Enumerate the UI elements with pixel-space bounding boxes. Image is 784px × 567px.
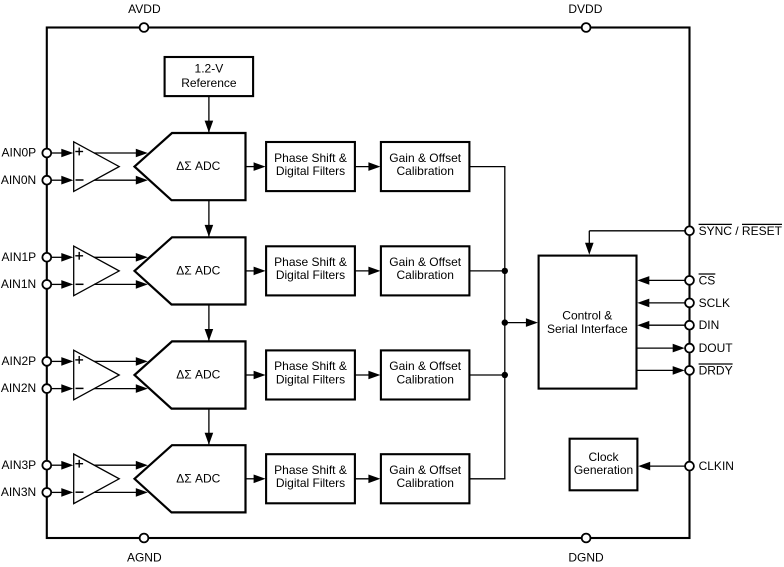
svg-text:AIN2P: AIN2P — [2, 354, 37, 368]
svg-text:Digital Filters: Digital Filters — [276, 164, 345, 178]
svg-text:ΔΣ ADC: ΔΣ ADC — [176, 263, 220, 277]
svg-text:AIN1P: AIN1P — [2, 250, 37, 264]
svg-text:ΔΣ ADC: ΔΣ ADC — [176, 471, 220, 485]
svg-text:DOUT: DOUT — [699, 341, 734, 355]
svg-text:1.2-V: 1.2-V — [195, 61, 224, 75]
svg-text:DGND: DGND — [568, 551, 604, 565]
svg-text:SYNC / RESET: SYNC / RESET — [699, 224, 783, 238]
svg-text:Serial Interface: Serial Interface — [547, 322, 628, 336]
svg-text:DVDD: DVDD — [568, 2, 602, 16]
svg-text:AIN2N: AIN2N — [1, 381, 36, 395]
svg-text:AIN3P: AIN3P — [2, 458, 37, 472]
svg-text:Reference: Reference — [181, 76, 237, 90]
svg-text:Digital Filters: Digital Filters — [276, 372, 345, 386]
svg-text:Calibration: Calibration — [397, 372, 454, 386]
svg-text:Phase Shift &: Phase Shift & — [274, 255, 347, 269]
svg-text:AGND: AGND — [127, 551, 162, 565]
svg-text:Gain & Offset: Gain & Offset — [389, 359, 461, 373]
svg-text:ΔΣ ADC: ΔΣ ADC — [176, 159, 220, 173]
svg-text:Clock: Clock — [588, 450, 619, 464]
svg-text:AIN3N: AIN3N — [1, 485, 36, 499]
svg-text:Phase Shift &: Phase Shift & — [274, 151, 347, 165]
svg-text:Digital Filters: Digital Filters — [276, 476, 345, 490]
svg-text:CS: CS — [699, 273, 716, 287]
svg-text:ΔΣ ADC: ΔΣ ADC — [176, 368, 220, 382]
svg-text:DRDY: DRDY — [699, 363, 733, 377]
svg-text:AIN1N: AIN1N — [1, 277, 36, 291]
svg-text:Control &: Control & — [562, 308, 612, 322]
svg-text:Phase Shift &: Phase Shift & — [274, 359, 347, 373]
svg-text:DIN: DIN — [699, 318, 720, 332]
svg-text:Gain & Offset: Gain & Offset — [389, 151, 461, 165]
svg-text:AIN0N: AIN0N — [1, 173, 36, 187]
svg-text:Digital Filters: Digital Filters — [276, 268, 345, 282]
svg-text:CLKIN: CLKIN — [699, 459, 734, 473]
svg-text:Gain & Offset: Gain & Offset — [389, 255, 461, 269]
svg-text:SCLK: SCLK — [699, 296, 730, 310]
svg-text:AVDD: AVDD — [128, 2, 161, 16]
svg-text:AIN0P: AIN0P — [2, 146, 37, 160]
svg-text:Generation: Generation — [574, 463, 633, 477]
svg-text:Calibration: Calibration — [397, 476, 454, 490]
svg-text:Calibration: Calibration — [397, 164, 454, 178]
svg-text:Phase Shift &: Phase Shift & — [274, 463, 347, 477]
svg-text:Gain & Offset: Gain & Offset — [389, 463, 461, 477]
svg-text:Calibration: Calibration — [397, 268, 454, 282]
